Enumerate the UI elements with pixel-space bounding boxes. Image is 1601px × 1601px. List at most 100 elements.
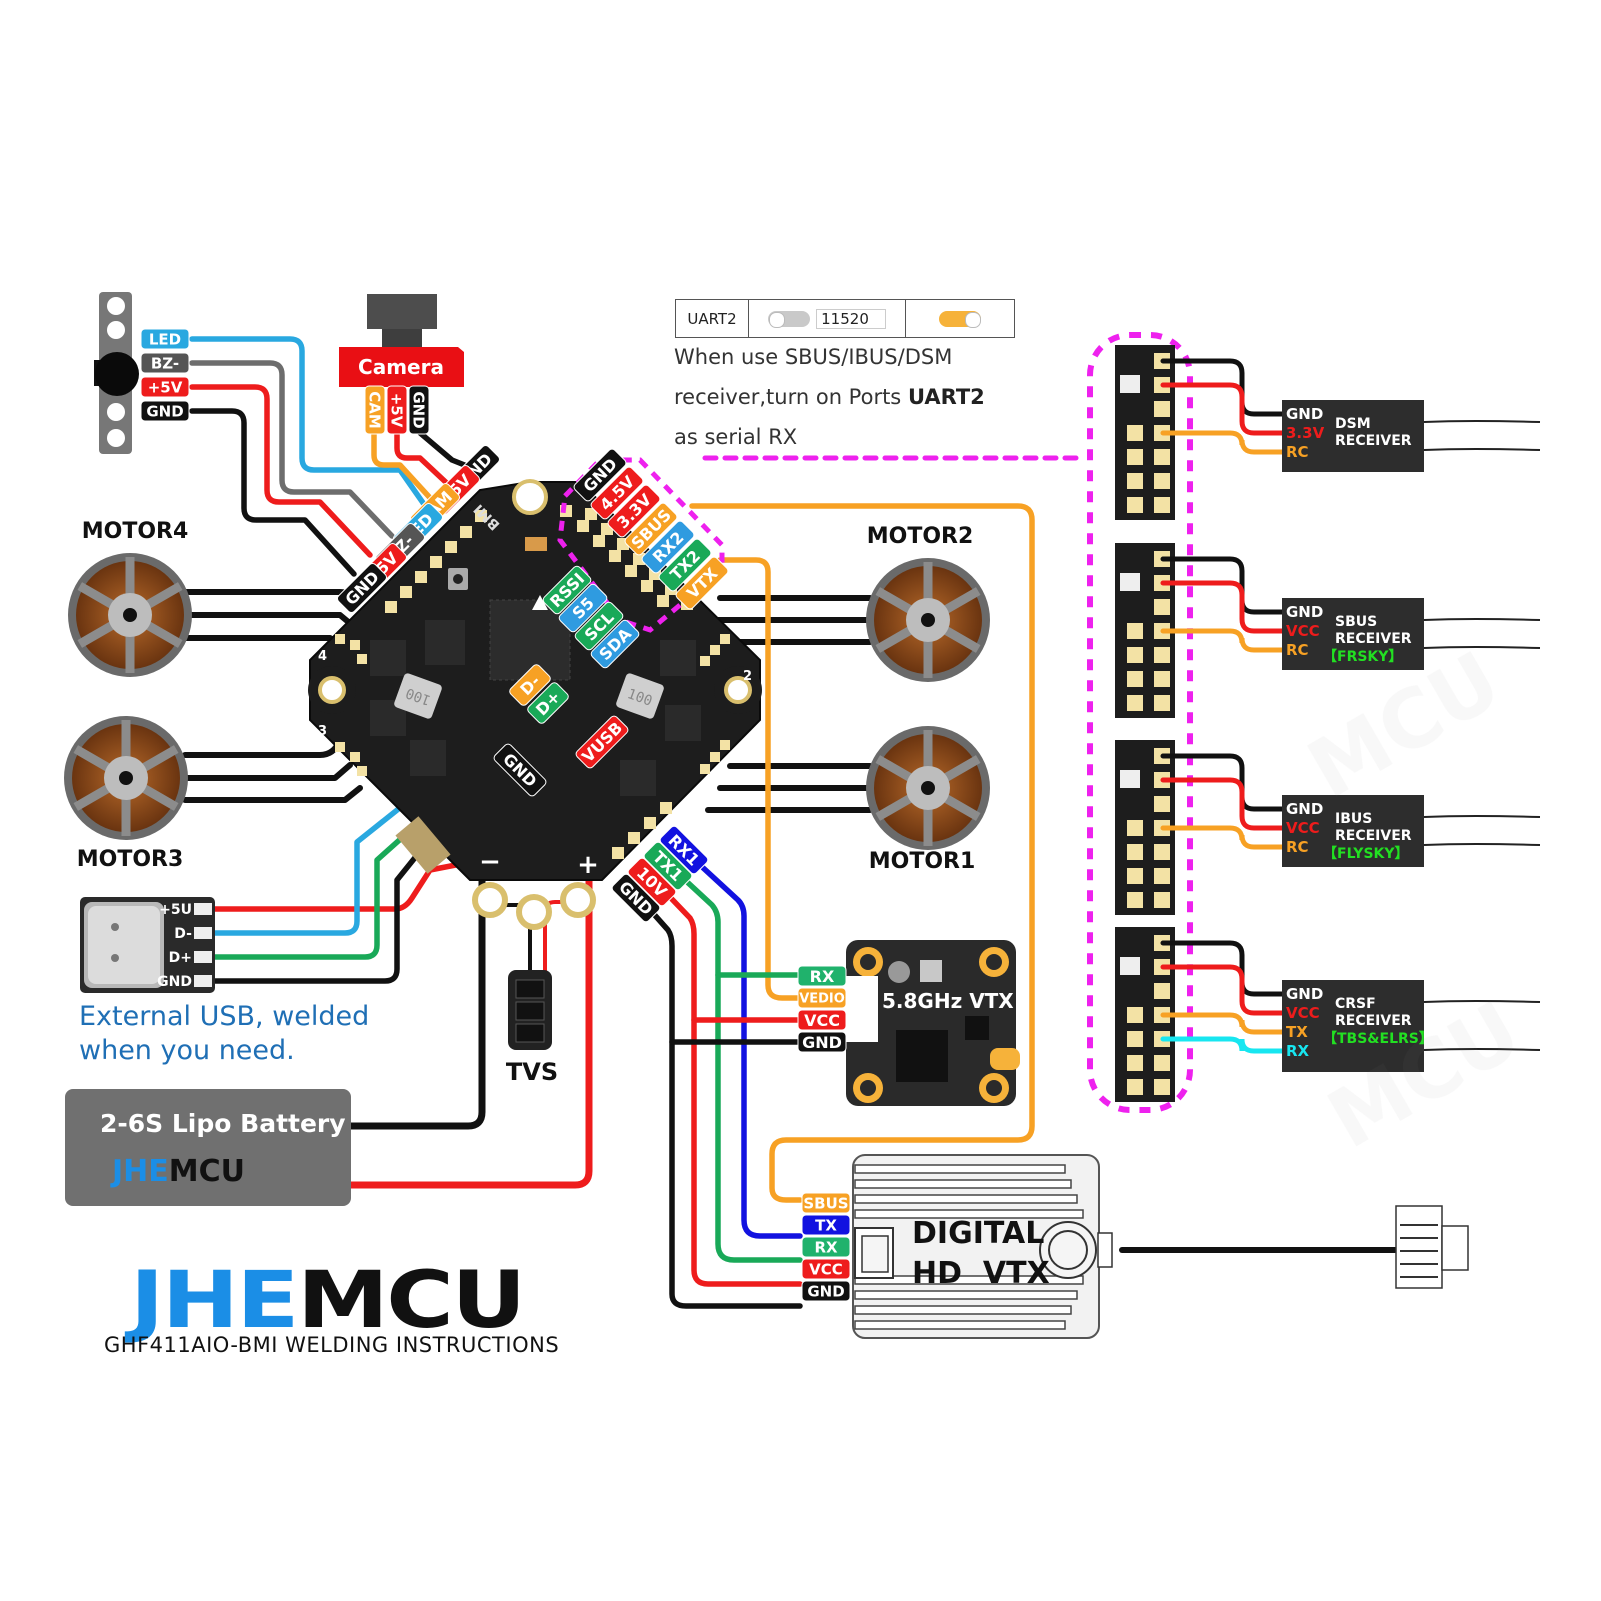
wire-sbus: [689, 503, 1035, 1203]
usb-pin-label: +5U: [159, 902, 192, 918]
svg-text:GND: GND: [410, 391, 428, 428]
receiver-type: RECEIVER: [1335, 433, 1412, 449]
usb-module: [80, 897, 215, 993]
brand-logo: JHEMCU: [130, 1256, 526, 1346]
receiver-pin-label: RC: [1286, 641, 1309, 659]
uart2-note-line2: receiver,turn on Ports UART2: [674, 385, 985, 409]
digital-vtx: DIGITAL HD VTX: [852, 1154, 1469, 1339]
digital-vtx-pin-vcc: VCC: [801, 1258, 851, 1280]
battery-label: 2-6S Lipo Battery: [100, 1109, 346, 1138]
wire-5v-led: [189, 384, 373, 558]
wire-motor3-c: [182, 785, 363, 803]
motor-4: MOTOR4: [68, 519, 192, 677]
battery-brand: JHEMCU: [110, 1154, 245, 1189]
uart2-port-cell: UART2: [676, 300, 749, 337]
motor-num-4: 4: [318, 649, 327, 664]
wire-rx1: [697, 862, 803, 1239]
svg-text:CAM: CAM: [366, 391, 384, 429]
svg-text:+5V: +5V: [388, 393, 406, 428]
wire-bz: [189, 360, 395, 539]
wire-usb-dm: [209, 713, 518, 936]
camera-pin-gnd: GND: [408, 385, 430, 435]
board-pad-labels: GND+5VCAMLEDBZ-+5VGNDGND4.5V3.3VSBUSRX2T…: [336, 444, 729, 923]
wire-motor3-a: [182, 737, 343, 758]
msp-toggle[interactable]: [768, 310, 811, 328]
wire-usb-dp: [209, 725, 528, 960]
motor-num-2: 2: [743, 669, 752, 684]
serial-rx-cell: [906, 300, 1014, 337]
receiver-pin-label: VCC: [1286, 1004, 1320, 1022]
motor-num-3: 3: [318, 724, 327, 739]
receiver-pin-label: TX: [1286, 1023, 1308, 1041]
motor-1: MOTOR1: [866, 726, 990, 874]
receiver-pin-label: 3.3V: [1286, 424, 1325, 442]
analog-vtx-title: 5.8GHz VTX: [882, 989, 1014, 1013]
svg-text:TX: TX: [815, 1216, 837, 1234]
plus-silk: +: [577, 850, 599, 880]
receiver-pin-label: VCC: [1286, 622, 1320, 640]
uart2-note: When use SBUS/IBUS/DSM receiver,turn on …: [674, 337, 985, 457]
wire-led: [189, 336, 431, 513]
svg-text:GND: GND: [802, 1033, 842, 1052]
camera-pin-cam: CAM: [364, 385, 386, 435]
camera: Camera: [339, 294, 464, 387]
serial-rx-toggle[interactable]: [939, 310, 981, 328]
receiver-pin-label: VCC: [1286, 819, 1320, 837]
wire-usb-gnd: [209, 749, 503, 984]
receiver-pin-label: RC: [1286, 443, 1309, 461]
wire-tx1: [682, 877, 803, 1263]
receiver-pin-label: RX: [1286, 1042, 1310, 1060]
wire-batt-neg: [346, 876, 486, 1130]
receiver-name: CRSF: [1335, 996, 1376, 1012]
usb-note-line1: External USB, welded: [79, 1001, 370, 1032]
receiver-pin-label: GND: [1286, 603, 1323, 621]
motor-num-1: 1: [743, 737, 752, 752]
receiver-name: DSM: [1335, 416, 1371, 432]
led-buzzer-labels: LED BZ- +5V GND: [140, 328, 190, 422]
svg-text:VCC: VCC: [809, 1260, 843, 1278]
usb-pin-label: D-: [174, 926, 192, 942]
uart2-highlight-receivers: [1087, 332, 1193, 1113]
motor-label: MOTOR4: [82, 519, 189, 544]
usb-module-labels: +5UD-D+GND: [157, 902, 192, 990]
camera-pin-5v: +5V: [386, 385, 408, 435]
led-pin-5v: +5V: [140, 376, 190, 398]
receiver-type: RECEIVER: [1335, 828, 1412, 844]
wire-cam: [371, 429, 435, 503]
svg-text:GND: GND: [807, 1282, 844, 1300]
usb-pin-label: D+: [169, 950, 192, 966]
uart2-note-line1: When use SBUS/IBUS/DSM: [674, 345, 953, 369]
page-subtitle: GHF411AIO-BMI WELDING INSTRUCTIONS: [104, 1333, 560, 1357]
buzzer-icon: [95, 352, 139, 396]
baud-rate-field[interactable]: 11520: [816, 308, 886, 329]
msp-cell: 11520: [749, 300, 906, 337]
wire-motor4-a: [177, 589, 361, 607]
wire-motor4-b: [182, 612, 355, 628]
uart2-note-line3: as serial RX: [674, 425, 798, 449]
wires: [177, 336, 1398, 1309]
svg-text:RX: RX: [810, 967, 835, 986]
svg-text:SBUS: SBUS: [803, 1194, 848, 1212]
antenna-connector-icon: [1395, 1205, 1469, 1289]
receiver-pin-label: GND: [1286, 985, 1323, 1003]
receiver-type: RECEIVER: [1335, 631, 1412, 647]
motor-label: MOTOR3: [77, 847, 184, 872]
svg-text:LED: LED: [149, 330, 181, 348]
receiver-brand: 【FLYSKY】: [1323, 846, 1409, 862]
receiver-brand: 【TBS&ELRS】: [1323, 1031, 1433, 1047]
svg-text:BZ-: BZ-: [151, 354, 179, 372]
svg-text:GND: GND: [146, 402, 183, 420]
motor-3: MOTOR3: [64, 716, 188, 872]
digital-vtx-pin-tx: TX: [801, 1214, 851, 1236]
motor-label: MOTOR1: [869, 849, 976, 874]
led-buzzer-module: [94, 292, 139, 454]
uart2-config-table: UART2 11520: [675, 299, 1015, 338]
